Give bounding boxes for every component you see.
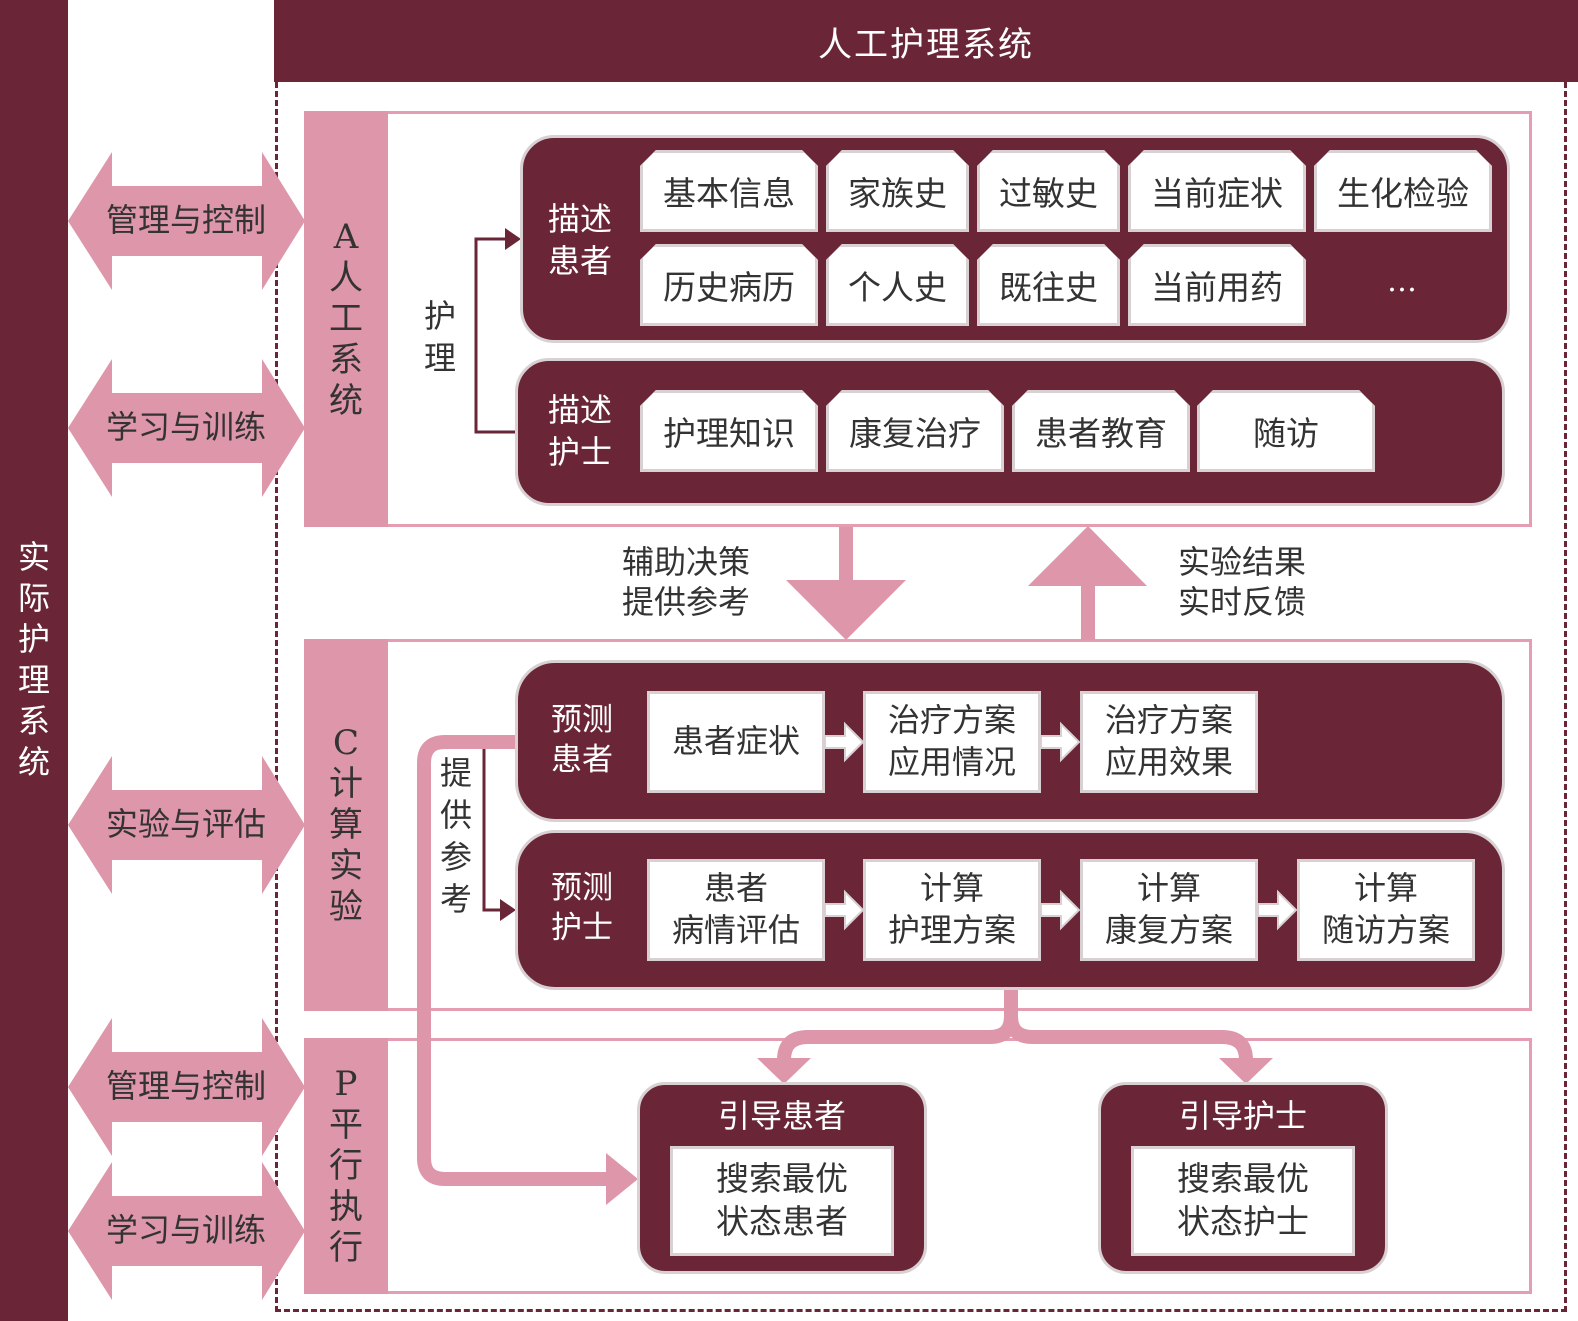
describe-patient-label: 描述 患者 bbox=[547, 200, 612, 280]
guide-nurse-content: 搜索最优 状态护士 bbox=[1131, 1146, 1355, 1256]
info-tag-personal-history: 个人史 bbox=[826, 244, 969, 326]
predict-nurse-label: 预测 护士 bbox=[551, 870, 613, 947]
side-arrows bbox=[68, 152, 305, 1300]
info-tag-past-history: 既往史 bbox=[977, 244, 1120, 326]
side-arrow-3 bbox=[68, 756, 305, 894]
split-path bbox=[777, 989, 1253, 1061]
step-condition-assessment: 患者 病情评估 bbox=[647, 859, 825, 961]
step-treatment-application: 治疗方案 应用情况 bbox=[863, 691, 1041, 793]
step-arrow-3 bbox=[824, 889, 865, 931]
down-arrow bbox=[786, 527, 906, 640]
step-treatment-effect: 治疗方案 应用效果 bbox=[1080, 691, 1258, 793]
guide-patient-content: 搜索最优 状态患者 bbox=[670, 1146, 894, 1256]
nurse-tag-follow-up: 随访 bbox=[1197, 390, 1375, 472]
step-arrow-4 bbox=[1040, 889, 1081, 931]
predict-patient-label: 预测 患者 bbox=[551, 702, 613, 779]
section-c-label: C计算实验 bbox=[304, 639, 388, 1011]
side-arrow-label-4: 管理与控制 bbox=[105, 1067, 266, 1105]
side-arrow-label-5: 学习与训练 bbox=[105, 1211, 266, 1249]
side-arrow-label-2: 学习与训练 bbox=[105, 408, 266, 446]
step-arrow-1 bbox=[824, 721, 865, 763]
nurse-tag-education: 患者教育 bbox=[1012, 390, 1190, 472]
ellipsis: … bbox=[1387, 264, 1417, 299]
nurse-tag-knowledge: 护理知识 bbox=[640, 390, 818, 472]
step-arrow-2 bbox=[1040, 721, 1081, 763]
info-tag-biochemical-test: 生化检验 bbox=[1314, 150, 1492, 232]
real-nursing-system-label: 实际护理系统 bbox=[17, 538, 50, 781]
real-nursing-system-bar bbox=[0, 0, 68, 1321]
guide-patient-arrowhead bbox=[606, 1153, 638, 1205]
section-p-label: P平行执行 bbox=[304, 1038, 388, 1294]
guide-nurse-title: 引导护士 bbox=[1178, 1097, 1307, 1135]
provide-reference-label: 提供参考 bbox=[439, 754, 472, 918]
side-arrow-1 bbox=[68, 152, 305, 290]
info-tag-basic: 基本信息 bbox=[640, 150, 818, 232]
side-arrow-4 bbox=[68, 1018, 305, 1156]
guide-patient-path bbox=[417, 735, 610, 1186]
system-frame bbox=[275, 82, 1567, 1312]
guide-patient-title: 引导患者 bbox=[717, 1097, 846, 1135]
side-arrow-label-3: 实验与评估 bbox=[105, 805, 266, 843]
side-arrow-label-1: 管理与控制 bbox=[105, 201, 266, 239]
side-arrow-2 bbox=[68, 359, 305, 497]
split-arrowhead-right bbox=[1219, 1058, 1273, 1084]
info-tag-family-history: 家族史 bbox=[826, 150, 969, 232]
step-nursing-plan: 计算 护理方案 bbox=[863, 859, 1041, 961]
step-rehab-plan: 计算 康复方案 bbox=[1080, 859, 1258, 961]
info-tag-current-symptoms: 当前症状 bbox=[1128, 150, 1306, 232]
page-title: 人工护理系统 bbox=[818, 24, 1034, 65]
nursing-label: 护理 bbox=[423, 297, 456, 377]
info-tag-current-medication: 当前用药 bbox=[1128, 244, 1306, 326]
step-arrow-5 bbox=[1257, 889, 1298, 931]
reference-bracket-arrowhead bbox=[500, 899, 516, 921]
title-bar: 人工护理系统 bbox=[274, 0, 1578, 82]
step-patient-symptoms: 患者症状 bbox=[647, 691, 825, 793]
step-follow-up-plan: 计算 随访方案 bbox=[1297, 859, 1475, 961]
info-tag-allergy-history: 过敏史 bbox=[977, 150, 1120, 232]
nursing-bracket bbox=[474, 237, 517, 434]
side-arrow-5 bbox=[68, 1162, 305, 1300]
info-tag-medical-records: 历史病历 bbox=[640, 244, 818, 326]
decision-support-label: 辅助决策 提供参考 bbox=[621, 543, 750, 621]
nursing-bracket-arrowhead bbox=[505, 228, 521, 250]
up-arrow bbox=[1028, 526, 1147, 640]
nurse-tag-rehabilitation: 康复治疗 bbox=[826, 390, 1004, 472]
experiment-feedback-label: 实验结果 实时反馈 bbox=[1177, 543, 1306, 621]
section-a-label: A人工系统 bbox=[304, 111, 388, 527]
split-arrowhead-left bbox=[757, 1058, 811, 1084]
describe-nurse-label: 描述 护士 bbox=[547, 391, 612, 471]
